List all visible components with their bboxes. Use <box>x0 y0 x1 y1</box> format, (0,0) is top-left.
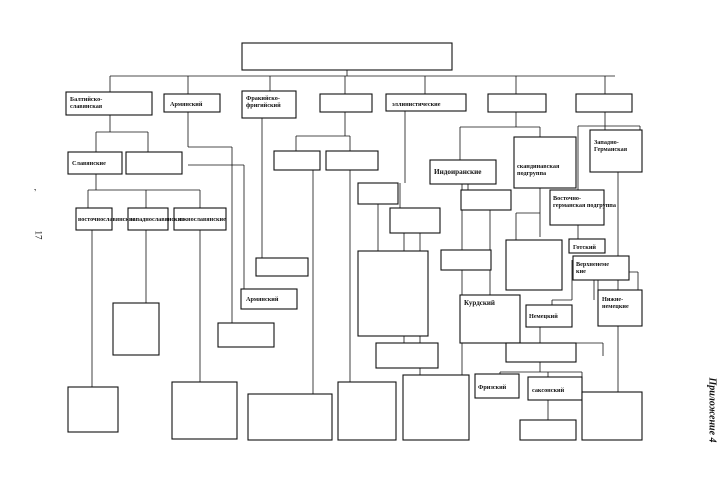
east-germanic-label: Восточно-германская подгруппа <box>553 195 616 209</box>
south-slavic-label: южнославянские <box>178 216 226 223</box>
baltoslav-label: Балтийско-славянская <box>70 96 103 110</box>
low-german-box <box>597 289 643 327</box>
gothic-label: Готский <box>573 244 596 251</box>
armenian-leaf-box <box>240 288 298 310</box>
frygian-label: Фракийско-фригийский <box>246 95 281 109</box>
frygian-box <box>241 90 297 119</box>
blank-box-358-251 <box>357 250 429 337</box>
blank-box-68-387 <box>67 386 119 433</box>
kurdish-label: Курдский <box>464 299 495 307</box>
blank-box-274-151 <box>273 150 321 171</box>
saxon-box <box>527 376 583 401</box>
blank-box-218-323 <box>217 322 275 348</box>
blank-box-248-394 <box>247 393 333 441</box>
german-box <box>525 304 573 328</box>
blank-box-376-343 <box>375 342 439 369</box>
armenian-top-box <box>163 93 221 113</box>
page-number: 17 <box>33 230 44 240</box>
root-box <box>241 42 453 71</box>
gothic-box <box>568 238 606 254</box>
node-labels: Балтийско-славянская Армянский Фракийско… <box>70 95 629 394</box>
frisian-box <box>474 373 520 399</box>
indoiranian-label: Индоиранские <box>434 168 482 176</box>
top-blank-4-box <box>319 93 373 113</box>
blank-box-506-240 <box>505 239 563 291</box>
low-german-label: Нижне-немецкие <box>602 296 629 310</box>
scandinavian-box <box>513 136 577 189</box>
east-germanic-box <box>549 189 605 226</box>
top-blank-6-box <box>487 93 547 113</box>
node-boxes <box>65 42 643 441</box>
west-germanic-box <box>589 129 643 173</box>
blank-box-390-208 <box>389 207 441 234</box>
armenian-leaf-label: Армянский <box>246 296 279 303</box>
blank-box-461-190 <box>460 189 512 211</box>
blank-box-256-258 <box>255 257 309 277</box>
blank-box-520-420 <box>519 419 577 441</box>
baltic-blank-box <box>125 151 183 175</box>
hellenistic-box <box>385 93 467 112</box>
west-germanic-label: Западно-Германская <box>594 139 628 153</box>
high-german-box <box>572 255 630 281</box>
appendix-label-text: Приложение 4 <box>706 377 718 443</box>
west-slavic-label: западнославянские <box>130 216 184 223</box>
blank-box-358-183 <box>357 182 399 205</box>
east-slavic-box <box>75 207 113 231</box>
armenian-top-label: Армянский <box>170 101 203 108</box>
appendix-label: Приложение 4 <box>702 360 722 460</box>
frisian-label: Фризский <box>478 384 507 391</box>
blank-box-506-343 <box>505 342 577 363</box>
saxon-label: саксонский <box>532 387 565 394</box>
blank-box-403-375 <box>402 374 470 441</box>
blank-box-113-303 <box>112 302 160 356</box>
baltoslav-box <box>65 91 153 116</box>
slavic-label: Славянские <box>72 160 106 167</box>
east-slavic-label: восточнославянские <box>78 216 136 223</box>
blank-box-338-382 <box>337 381 397 441</box>
blank-box-582-392 <box>581 391 643 441</box>
west-slavic-box <box>127 207 169 231</box>
blank-box-441-250 <box>440 249 492 271</box>
kurdish-box <box>459 294 521 344</box>
blank-box-172-382 <box>171 381 238 440</box>
blank-box-326-151 <box>325 150 379 171</box>
german-label: Немецкий <box>529 313 558 320</box>
slavic-box <box>67 151 123 175</box>
south-slavic-box <box>173 207 227 231</box>
indoiranian-box <box>429 159 497 185</box>
hellenistic-label: эллинистические <box>392 101 441 108</box>
top-blank-7-box <box>575 93 633 113</box>
